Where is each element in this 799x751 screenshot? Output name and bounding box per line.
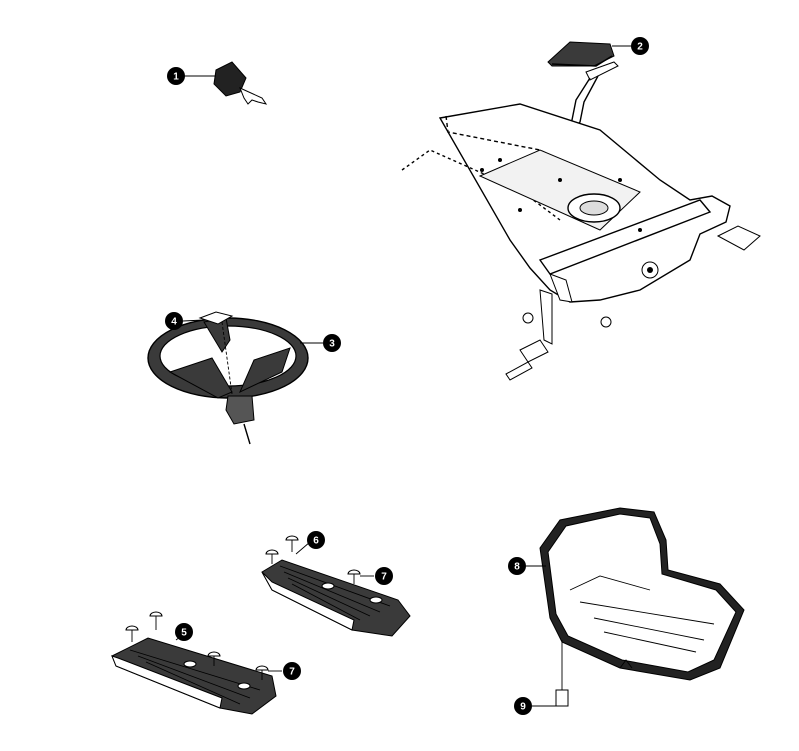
callout-8: 8	[508, 557, 526, 575]
callout-7-upper: 7	[375, 567, 393, 585]
callout-number: 4	[171, 317, 177, 328]
callout-number: 6	[313, 536, 319, 547]
callout-3: 3	[323, 334, 341, 352]
callout-number: 1	[173, 72, 179, 83]
callout-number: 8	[514, 562, 520, 573]
seat-illustration	[526, 507, 745, 707]
callout-2: 2	[631, 37, 649, 55]
left-footrest-illustration	[111, 611, 282, 715]
callout-number: 5	[181, 628, 187, 639]
callout-number: 9	[520, 702, 526, 713]
callout-number: 7	[381, 572, 387, 583]
callout-9: 9	[514, 697, 532, 715]
callout-number: 7	[289, 667, 295, 678]
ignition-key-illustration	[182, 61, 268, 105]
tractor-frame-illustration	[401, 103, 761, 381]
callout-6: 6	[307, 531, 325, 549]
callout-number: 3	[329, 339, 335, 350]
callout-4: 4	[165, 312, 183, 330]
callout-7-lower: 7	[283, 662, 301, 680]
right-footrest-illustration	[261, 535, 411, 637]
callout-number: 2	[637, 42, 643, 53]
steering-wheel-illustration	[147, 311, 323, 445]
callout-1: 1	[167, 67, 185, 85]
callout-5: 5	[175, 623, 193, 641]
